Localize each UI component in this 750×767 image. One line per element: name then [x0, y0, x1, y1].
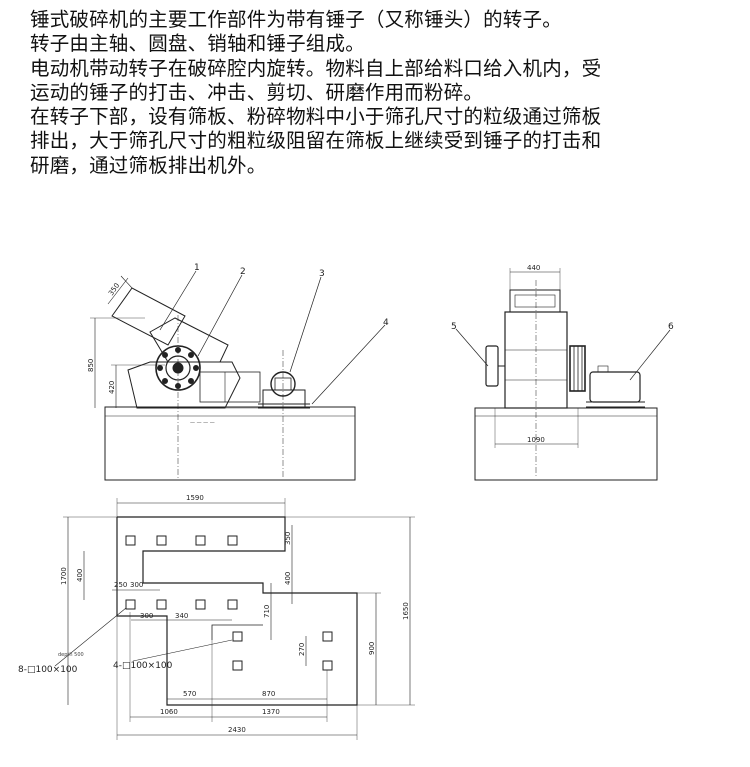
anchor-hole — [125, 535, 136, 546]
anchor-hole — [322, 660, 333, 671]
side-view-caption: — — — — — [190, 420, 215, 426]
anchor-hole — [156, 599, 167, 610]
dim-870: 870 — [262, 690, 275, 698]
anchor-hole — [195, 599, 206, 610]
dim-front-base: 1090 — [527, 436, 545, 444]
anchor-hole — [156, 535, 167, 546]
front-hopper — [509, 289, 561, 313]
foundation-outline — [116, 516, 358, 706]
dim-300-b: 300 — [140, 612, 153, 620]
dim-front-top: 440 — [527, 264, 540, 272]
part-number-5: 5 — [451, 322, 457, 332]
dim-shaft: 420 — [108, 381, 116, 394]
holes-8-note: 8-□100×100 — [18, 665, 78, 675]
dim-710: 710 — [263, 605, 271, 618]
dim-top-width: 1590 — [186, 494, 204, 502]
dim-570: 570 — [183, 690, 196, 698]
part-number-3: 3 — [319, 269, 325, 279]
description-line-5: 在转子下部，设有筛板、粉碎物料中小于筛孔尺寸的粒级通过筛板 — [30, 105, 602, 129]
description-line-3: 电动机带动转子在破碎腔内旋转。物料自上部给料口给入机内，受 — [30, 56, 602, 80]
dim-340: 340 — [175, 612, 188, 620]
dim-400-mid: 400 — [284, 572, 292, 585]
depth-note: depth 500 — [58, 652, 84, 658]
crusher-housing — [127, 361, 241, 409]
dim-1370: 1370 — [262, 708, 280, 716]
dim-right-height: 1650 — [402, 602, 410, 620]
dim-270: 270 — [298, 643, 306, 656]
front-crusher-body — [504, 311, 568, 409]
description-line-4: 运动的锤子的打击、冲击、剪切、研磨作用而粉碎。 — [30, 80, 484, 104]
front-view — [455, 268, 671, 481]
dim-400-left: 400 — [76, 569, 84, 582]
dim-900: 900 — [368, 642, 376, 655]
feed-hopper — [111, 287, 186, 346]
dim-left-height: 1700 — [60, 567, 68, 585]
side-view — [90, 270, 386, 481]
part-number-6: 6 — [668, 322, 674, 332]
foundation-plan — [54, 498, 415, 740]
dim-2430: 2430 — [228, 726, 246, 734]
description-line-2: 转子由主轴、圆盘、销轴和锤子组成。 — [30, 32, 365, 56]
part-number-2: 2 — [240, 267, 246, 277]
anchor-hole — [125, 599, 136, 610]
anchor-hole — [232, 660, 243, 671]
anchor-hole — [322, 631, 333, 642]
description-line-1: 锤式破碎机的主要工作部件为带有锤子（又称锤头）的转子。 — [30, 8, 562, 31]
belt-pulley — [569, 345, 586, 392]
anchor-hole — [232, 631, 243, 642]
part-number-4: 4 — [383, 318, 389, 328]
dim-350: 350 — [284, 532, 292, 545]
anchor-hole — [227, 535, 238, 546]
holes-4-note: 4-□100×100 — [113, 661, 173, 671]
dim-250: 250 — [114, 581, 127, 589]
description-text: 锤式破碎机的主要工作部件为带有锤子（又称锤头）的转子。 转子由主轴、圆盘、销轴和… — [30, 8, 730, 178]
dim-300-a: 300 — [130, 581, 143, 589]
description-line-7: 研磨，通过筛板排出机外。 — [30, 153, 267, 177]
description-line-6: 排出，大于筛孔尺寸的粗粒级阻留在筛板上继续受到锤子的打击和 — [30, 129, 602, 153]
anchor-hole — [227, 599, 238, 610]
dim-1060: 1060 — [160, 708, 178, 716]
anchor-hole — [195, 535, 206, 546]
side-view-base — [104, 406, 356, 481]
dim-height: 850 — [87, 359, 95, 372]
part-number-1: 1 — [194, 263, 200, 273]
